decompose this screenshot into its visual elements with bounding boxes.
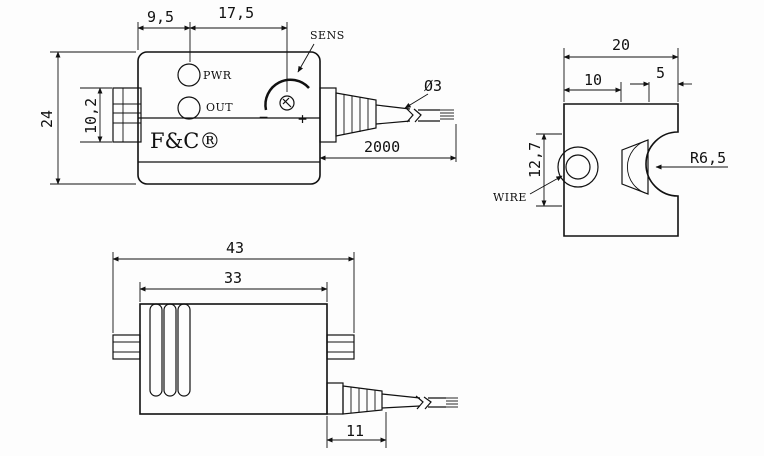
dim-24: 24	[38, 110, 56, 128]
wire-leader	[529, 175, 563, 195]
plus-label: +	[298, 110, 307, 128]
dim-12-7: 12,7	[526, 142, 544, 178]
dim-33: 33	[224, 269, 242, 287]
dim-2000: 2000	[364, 138, 400, 156]
minus-label: −	[259, 108, 268, 126]
fins-icon	[149, 303, 191, 397]
sens-potentiometer-icon	[264, 78, 310, 111]
dim-10-2: 10,2	[82, 98, 100, 134]
dim-20: 20	[612, 36, 630, 54]
side-body-outline	[563, 103, 679, 237]
out-label: OUT	[206, 101, 233, 114]
front-left-connector	[112, 87, 142, 143]
wire-hole-inner-icon	[565, 154, 591, 180]
dim-17-5: 17,5	[218, 4, 254, 22]
top-cable	[381, 393, 458, 410]
top-left-rail	[112, 334, 141, 360]
side-view: 20 10 5 12,7 WIRE R6,5	[493, 36, 728, 237]
dim-11: 11	[346, 422, 364, 440]
sens-label: SENS	[310, 29, 345, 42]
brand-label: F&C®	[150, 129, 220, 153]
top-body-outline	[139, 303, 328, 415]
top-view: 43 33 11	[112, 239, 458, 448]
front-cable-gland	[319, 87, 377, 143]
dim-5: 5	[656, 64, 665, 82]
pwr-led-icon	[177, 63, 201, 87]
wire-hole-outer-icon	[557, 146, 599, 188]
dim-10: 10	[584, 71, 602, 89]
out-led-icon	[177, 96, 201, 120]
front-view: PWR OUT − + SENS F&C®	[38, 4, 457, 185]
cone-arc	[627, 139, 649, 195]
dim-9-5: 9,5	[147, 8, 174, 26]
sens-leader	[297, 43, 315, 73]
front-cable	[375, 104, 454, 125]
phi3-leader	[404, 93, 429, 109]
wire-label: WIRE	[493, 191, 527, 204]
top-right-rail	[326, 334, 355, 360]
dim-43: 43	[226, 239, 244, 257]
dim-r6-5: R6,5	[690, 149, 726, 167]
top-cable-gland	[326, 382, 383, 415]
dim-cable-diameter: Ø3	[424, 77, 442, 95]
pwr-label: PWR	[203, 69, 232, 82]
